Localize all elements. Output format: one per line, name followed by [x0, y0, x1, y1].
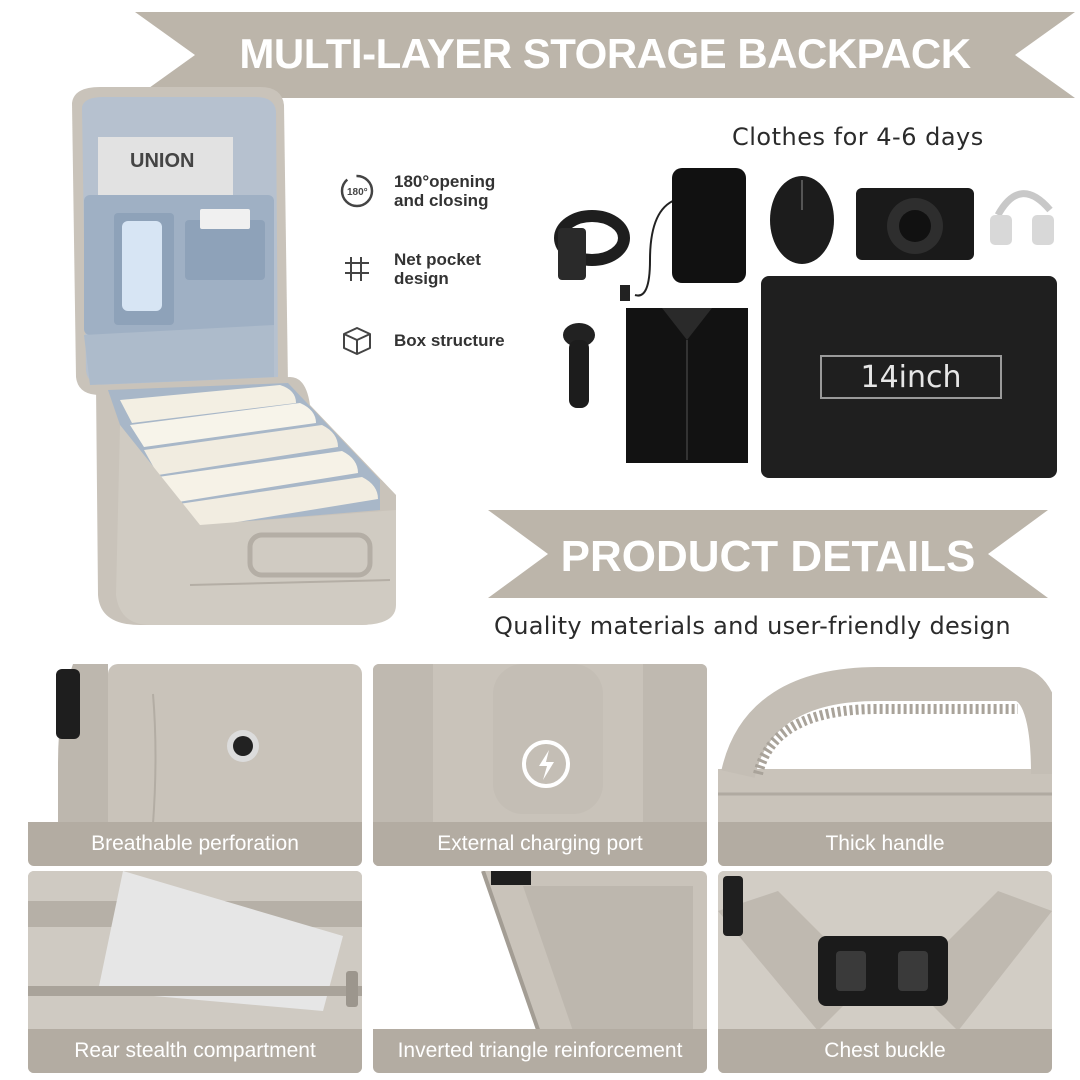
- book-title: UNION: [130, 150, 194, 172]
- details-subtitle: Quality materials and user-friendly desi…: [494, 612, 1011, 640]
- detail-tile-handle: Thick handle: [718, 664, 1052, 866]
- box-icon: [338, 322, 376, 360]
- feature-label: 180°opening and closing: [394, 172, 496, 210]
- svg-text:180°: 180°: [347, 187, 368, 198]
- details-banner: PRODUCT DETAILS: [488, 510, 1048, 598]
- charging-port-image: [373, 664, 707, 866]
- tile-caption: Breathable perforation: [28, 822, 362, 866]
- header-title: MULTI-LAYER STORAGE BACKPACK: [239, 30, 971, 77]
- feature-label: Box structure: [394, 331, 505, 350]
- detail-tile-triangle: Inverted triangle reinforcement: [373, 871, 707, 1073]
- detail-tile-charging: External charging port: [373, 664, 707, 866]
- details-title: PRODUCT DETAILS: [560, 532, 976, 581]
- rotate-180-icon: 180°: [338, 172, 376, 210]
- detail-tile-chest-buckle: Chest buckle: [718, 871, 1052, 1073]
- feature-item: Net pocket design: [338, 250, 524, 288]
- tile-caption: External charging port: [373, 822, 707, 866]
- feature-label: Net pocket design: [394, 250, 481, 288]
- feature-item: Box structure: [338, 322, 524, 360]
- tile-caption: Inverted triangle reinforcement: [373, 1029, 707, 1073]
- laptop-size-label: 14inch: [820, 355, 1002, 399]
- detail-tile-rear-compartment: Rear stealth compartment: [28, 871, 362, 1073]
- feature-item: 180° 180°opening and closing: [338, 172, 524, 210]
- breathable-perforation-image: [56, 664, 362, 866]
- grid-net-icon: [338, 250, 376, 288]
- triangle-reinforcement-image: [481, 871, 707, 1073]
- details-banner-ribbon: [488, 510, 1048, 598]
- capacity-note: Clothes for 4-6 days: [732, 123, 984, 151]
- tile-caption: Rear stealth compartment: [28, 1029, 362, 1073]
- svg-text:UNION: UNION: [130, 150, 194, 172]
- detail-tile-breathable: Breathable perforation: [28, 664, 362, 866]
- tile-caption: Thick handle: [718, 822, 1052, 866]
- open-backpack-image: UNION: [60, 85, 405, 630]
- header-banner: MULTI-LAYER STORAGE BACKPACK: [135, 12, 1075, 98]
- header-banner-ribbon: [135, 12, 1075, 98]
- packed-items-image: [550, 160, 1070, 490]
- tile-caption: Chest buckle: [718, 1029, 1052, 1073]
